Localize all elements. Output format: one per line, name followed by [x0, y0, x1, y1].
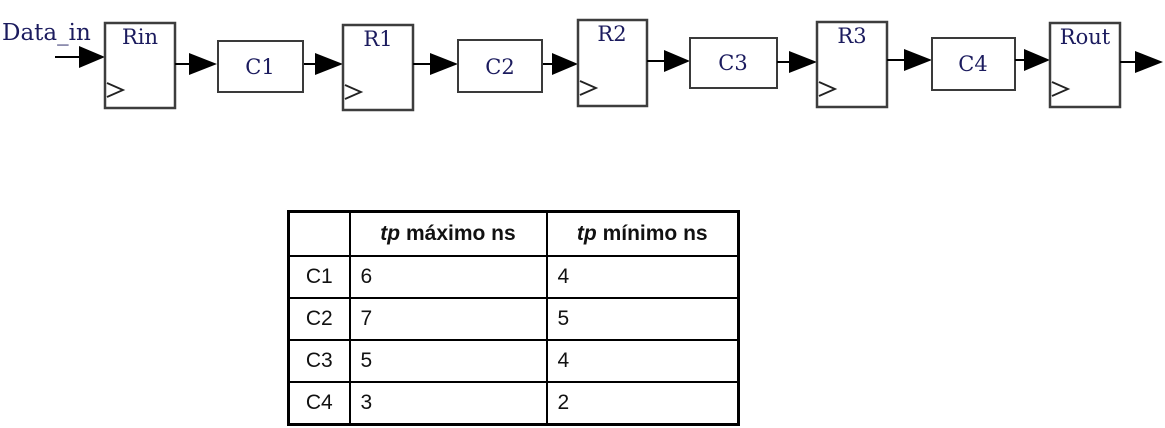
arrow-c3-r3: [777, 51, 817, 73]
row-c4-tp-min: 2: [545, 381, 740, 426]
table-header-tp-max: tp máximo ns: [348, 210, 548, 257]
clock-chevron-icon: [579, 80, 599, 96]
arrow-c4-rout: [1015, 49, 1050, 71]
register-rout: Rout: [1048, 21, 1122, 109]
register-r3-label: R3: [837, 24, 866, 48]
arrow-r2-c3: [647, 50, 690, 72]
tp-max-text: máximo ns: [405, 222, 516, 245]
block-c1: C1: [217, 40, 304, 93]
block-c3: C3: [689, 37, 778, 89]
block-c2: C2: [457, 39, 543, 93]
arrow-data-in: [55, 46, 105, 68]
tp-table: tp máximo ns tp mínimo ns C1 6 4 C2 7 5 …: [287, 210, 740, 426]
table-row: C2 7 5: [287, 297, 740, 341]
table-row: C4 3 2: [287, 381, 740, 426]
clock-chevron-icon: [818, 81, 838, 97]
arrow-c2-r2: [543, 53, 578, 75]
row-c3-tp-max: 5: [348, 339, 548, 383]
register-rin: Rin: [103, 21, 177, 110]
register-r1-label: R1: [363, 27, 392, 51]
row-c4-name: C4: [287, 381, 351, 426]
clock-chevron-icon: [106, 82, 126, 98]
row-c3-tp-min: 4: [545, 339, 740, 383]
data-in-label: Data_in: [2, 20, 91, 46]
arrow-c1-r1: [304, 53, 343, 75]
row-c1-tp-min: 4: [545, 255, 740, 299]
table-row: C3 5 4: [287, 339, 740, 383]
register-rin-label: Rin: [122, 25, 158, 49]
pipeline-diagram: Data_in Rin C1 R1: [2, 18, 1163, 112]
arrow-r1-c2: [413, 53, 458, 75]
register-r3: R3: [815, 20, 889, 109]
block-c2-label: C2: [485, 55, 514, 79]
row-c2-name: C2: [287, 297, 351, 341]
tp-symbol: tp: [380, 222, 401, 245]
table-header-row: tp máximo ns tp mínimo ns: [287, 210, 740, 257]
arrow-data-out: [1120, 51, 1163, 73]
row-c4-tp-max: 3: [348, 381, 548, 426]
tp-min-text: mínimo ns: [602, 222, 708, 245]
block-c4: C4: [931, 37, 1016, 91]
row-c3-name: C3: [287, 339, 351, 383]
register-r2-label: R2: [597, 22, 626, 46]
block-c4-label: C4: [958, 52, 987, 76]
block-c1-label: C1: [245, 55, 274, 79]
row-c2-tp-max: 7: [348, 297, 548, 341]
row-c1-name: C1: [287, 255, 351, 299]
register-r2: R2: [576, 18, 649, 108]
arrow-r3-c4: [887, 49, 932, 71]
table-header-empty: [287, 210, 351, 257]
row-c2-tp-min: 5: [545, 297, 740, 341]
arrow-rin-c1: [175, 53, 217, 75]
clock-chevron-icon: [344, 84, 364, 100]
row-c1-tp-max: 6: [348, 255, 548, 299]
table-header-tp-min: tp mínimo ns: [545, 210, 740, 257]
tp-symbol: tp: [576, 222, 597, 245]
block-c3-label: C3: [718, 51, 747, 75]
table-row: C1 6 4: [287, 255, 740, 299]
register-rout-label: Rout: [1060, 25, 1111, 49]
register-r1: R1: [341, 23, 415, 112]
clock-chevron-icon: [1051, 81, 1071, 97]
